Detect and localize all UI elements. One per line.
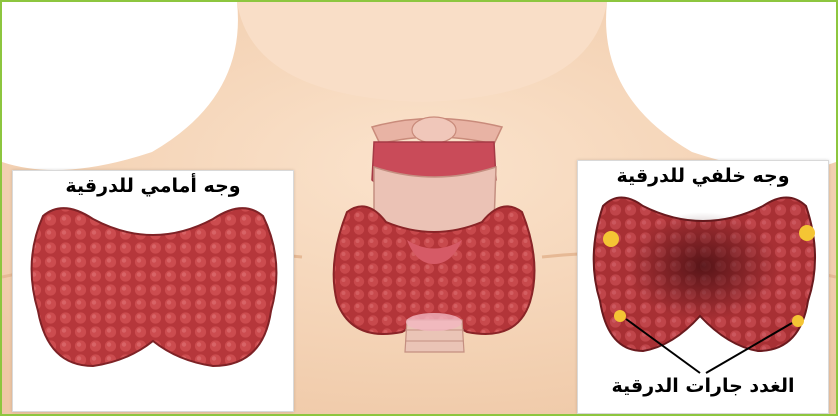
parathyroid-gland-lower-left <box>614 310 626 322</box>
front-view-caption: وجه أمامي للدرقية <box>13 175 293 197</box>
back-view-panel: وجه خلفي للدرقية الغدد جارات الدرقية <box>577 160 829 414</box>
parathyroid-gland-upper-right <box>799 225 815 241</box>
parathyroid-gland-lower-right <box>792 315 804 327</box>
hyoid-bone <box>412 117 456 143</box>
front-view-panel: وجه أمامي للدرقية <box>12 170 294 412</box>
parathyroid-gland-upper-left <box>603 231 619 247</box>
thyroid-front-illustration <box>13 171 293 411</box>
parathyroid-caption: الغدد جارات الدرقية <box>578 375 828 397</box>
back-view-caption: وجه خلفي للدرقية <box>578 165 828 187</box>
